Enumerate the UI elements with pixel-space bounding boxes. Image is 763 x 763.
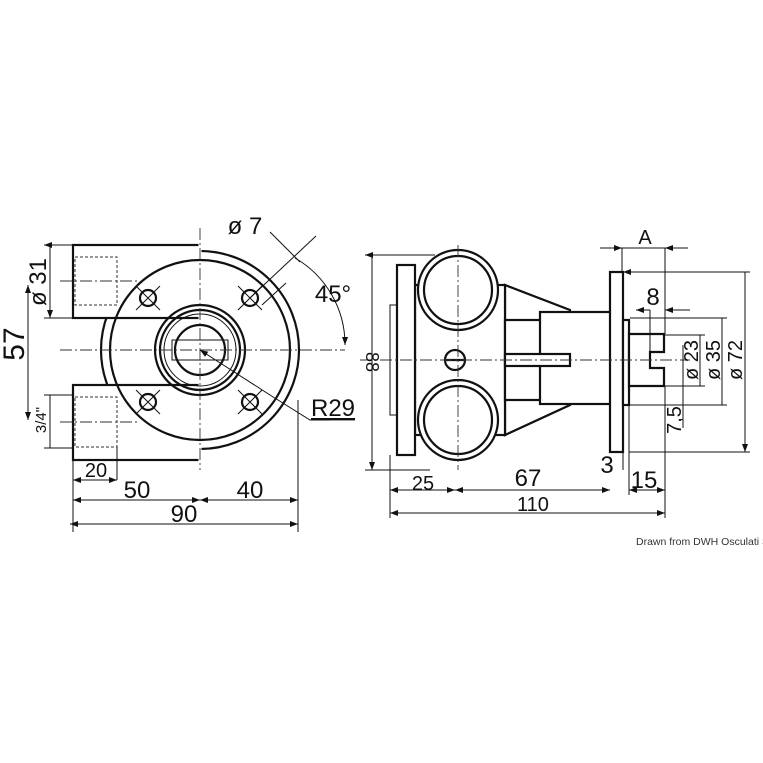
bolt-hole (240, 288, 260, 308)
lower-port-boss (71, 383, 202, 462)
bolt-hole (240, 392, 260, 412)
dia7-label: ø 7 (228, 213, 263, 240)
dim7_5-label: 7,5 (664, 406, 686, 434)
bolt-hole (138, 392, 158, 412)
dia72-label: ø 72 (725, 340, 747, 380)
dim20-label: 20 (85, 460, 107, 482)
side-view: 88 A 8 ø 23 ø 35 ø 72 7,5 25 67 3 15 110 (360, 227, 750, 518)
dim40-label: 40 (237, 477, 264, 504)
angle45-label: 45° (315, 281, 351, 308)
dim15-label: 15 (631, 467, 658, 494)
mounting-flange (608, 270, 625, 454)
dia23-label: ø 23 (681, 340, 703, 380)
r29-label: R29 (311, 395, 355, 422)
dim50-label: 50 (124, 477, 151, 504)
credit-text: Drawn from DWH Osculati SpA (636, 536, 763, 548)
bolt-hole (138, 288, 158, 308)
dim57-label: 57 (0, 327, 31, 360)
dim25-label: 25 (412, 473, 434, 495)
dim88-label: 88 (362, 352, 382, 372)
dim110-label: 110 (517, 494, 549, 516)
dim90-label: 90 (171, 501, 198, 528)
upper-port-boss (71, 243, 202, 320)
front-view: ø 31 57 3/4" 20 50 40 90 ø 7 45° R29 (0, 213, 355, 532)
dia35-label: ø 35 (703, 340, 725, 380)
dim3-label: 3 (600, 452, 613, 479)
dim67-label: 67 (515, 465, 542, 492)
dim8-label: 8 (646, 284, 659, 311)
dia31-label: ø 31 (25, 258, 52, 306)
thread-label: 3/4" (33, 407, 50, 433)
bolt-holes (135, 285, 263, 415)
dimA-label: A (638, 227, 652, 249)
